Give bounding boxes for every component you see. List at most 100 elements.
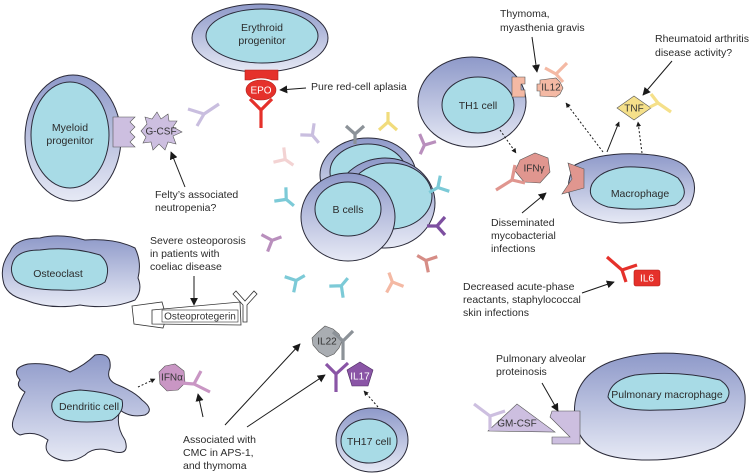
anti-opg-antibody	[232, 290, 258, 323]
anti-ifna-antibody	[180, 370, 211, 394]
anti-il22-antibody	[331, 329, 355, 360]
annotation-osteo-2: in patients with	[150, 248, 220, 260]
annotation-il6-3: skin infections	[463, 307, 529, 319]
th17-label: TH17 cell	[347, 436, 391, 448]
th1-label: TH1 cell	[459, 100, 498, 112]
annotation-cmc-2: CMC in APS-1,	[183, 447, 254, 459]
th17-to-il17-arrow	[363, 390, 379, 408]
arrow-to-ifna	[195, 393, 204, 418]
macrophage-to-tnf-arrow	[606, 121, 620, 153]
arrow-to-il6	[581, 280, 615, 294]
annotation-felty-2: neutropenia?	[155, 202, 216, 214]
epo-receptor	[244, 69, 279, 81]
epo-cytokine: EPO	[245, 79, 277, 101]
ifng-receptor	[561, 162, 585, 195]
gmcsf-cytokine: GM-CSF	[487, 403, 556, 433]
free-antibody	[344, 124, 366, 144]
arrow-to-gmcsf-receptor	[541, 382, 559, 412]
annotation-il6-1: Decreased acute-phase	[463, 281, 575, 293]
th1-to-ifng-arrow	[499, 129, 517, 154]
ifna-label: IFNα	[161, 373, 183, 384]
il22-label: IL22	[317, 337, 337, 348]
pulmonary-macrophage-cell: Pulmonary macrophage	[573, 352, 746, 461]
annotation-myco-3: infections	[491, 243, 535, 255]
arrow-to-il22	[224, 343, 301, 426]
epo-label: EPO	[250, 86, 271, 97]
erythroid-label-1: Erythroid	[241, 22, 283, 34]
free-antibody	[377, 112, 399, 132]
annotation-ra-2: disease activity?	[655, 47, 732, 59]
ifng-cytokine: IFNγ	[514, 152, 551, 184]
annotation-thymoma-2: myasthenia gravis	[500, 22, 585, 34]
il6-label: IL6	[640, 274, 654, 285]
osteoclast-label: Osteoclast	[33, 268, 83, 280]
il12-label: IL12	[541, 83, 561, 94]
anti-epo-antibody	[248, 97, 274, 128]
anti-tnf-antibody	[649, 93, 672, 114]
dendritic-label: Dendritic cell	[59, 401, 119, 413]
dendritic-cell: Dendritic cell	[11, 354, 150, 462]
free-antibody	[300, 123, 321, 144]
arrow-to-il12	[531, 36, 540, 73]
ifna-cytokine: IFNα	[158, 363, 186, 392]
anti-ifng-antibody	[495, 164, 526, 192]
arrow-to-ifng	[521, 192, 547, 214]
myeloid-label-1: Myeloid	[52, 122, 88, 134]
annotation-myco-1: Disseminated	[491, 217, 555, 229]
free-antibodies	[260, 112, 450, 298]
macrophage-cell: Macrophage	[568, 153, 695, 224]
il17-cytokine: IL17	[346, 361, 374, 387]
annotation-pap-1: Pulmonary alveolar	[496, 353, 586, 365]
free-antibody	[260, 233, 283, 253]
il17-label: IL17	[350, 372, 370, 383]
myeloid-progenitor-cell: Myeloid progenitor	[24, 74, 122, 202]
free-antibody	[418, 133, 437, 155]
annotation-osteo-3: coeliac disease	[150, 261, 222, 273]
il6-cytokine: IL6	[633, 269, 661, 287]
free-antibody	[274, 187, 295, 208]
b-cells-cluster: B cells	[300, 137, 436, 262]
macrophage-to-tnf-dashed-arrow	[636, 121, 643, 154]
annotation-cmc-1: Associated with	[183, 434, 256, 446]
osteoprotegerin: Osteoprotegerin	[151, 301, 242, 326]
opg-label: Osteoprotegerin	[164, 312, 236, 323]
free-antibody	[416, 254, 438, 273]
osteoclast-cell: Osteoclast	[1, 235, 141, 308]
gmcsf-label: GM-CSF	[497, 419, 536, 430]
annotation-il6-2: reactants, staphylococcal	[463, 294, 581, 306]
annotation-osteo-1: Severe osteoporosis	[150, 235, 246, 247]
tnf-label: TNF	[624, 104, 643, 115]
gcsf-receptor	[112, 116, 136, 148]
free-antibody	[273, 147, 295, 167]
tnf-cytokine: TNF	[616, 95, 652, 121]
arrow-to-il17	[246, 374, 326, 428]
macrophage-to-il12-arrow	[565, 102, 604, 153]
anti-gmcsf-antibody	[473, 402, 506, 430]
annotation-pure-red-cell-aplasia: Pure red-cell aplasia	[311, 81, 407, 93]
annotation-thymoma-1: Thymoma,	[500, 8, 550, 20]
th1-cell: TH1 cell	[417, 56, 527, 148]
il12-receptor	[511, 76, 526, 98]
arrow-to-epo	[279, 85, 307, 94]
th17-cell: TH17 cell	[335, 407, 409, 473]
gmcsf-receptor	[549, 410, 581, 445]
il22-cytokine: IL22	[311, 325, 343, 358]
erythroid-progenitor-cell: Erythroid progenitor	[191, 3, 329, 73]
annotation-pap-2: proteinosis	[496, 366, 547, 378]
myeloid-label-2: progenitor	[46, 135, 94, 147]
arrow-to-tnf	[642, 60, 673, 96]
anti-il12-antibody	[544, 61, 569, 84]
free-antibody	[427, 215, 447, 237]
dendritic-to-ifna-arrow	[137, 378, 156, 388]
gcsf-label: G-CSF	[145, 127, 176, 138]
erythroid-label-2: progenitor	[238, 35, 286, 47]
annotation-myco-2: mycobacterial	[491, 230, 556, 242]
anti-gcsf-antibody	[187, 102, 220, 127]
free-antibody	[329, 277, 350, 298]
pulmonary-macrophage-label: Pulmonary macrophage	[611, 389, 723, 401]
arrow-to-gcsf	[169, 151, 186, 188]
anti-il6-antibody	[605, 255, 638, 283]
free-antibody	[284, 274, 306, 293]
free-antibody	[428, 175, 450, 194]
